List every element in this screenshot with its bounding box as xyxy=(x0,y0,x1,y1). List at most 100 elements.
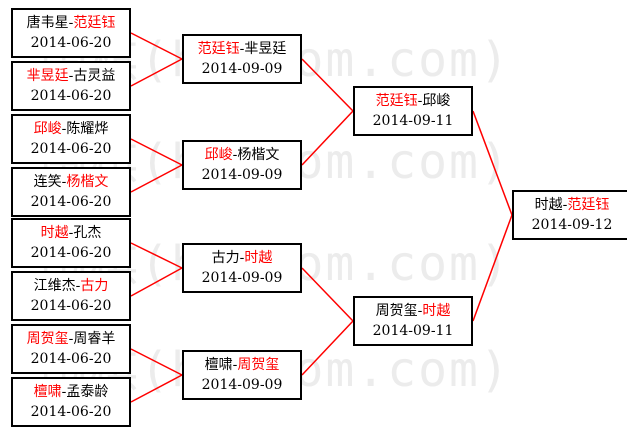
bracket-connector xyxy=(130,32,183,60)
player-name: 周贺玺 xyxy=(237,357,280,373)
vs-separator: - xyxy=(232,147,238,163)
match-box: 邱峻-杨楷文 2014-09-09 xyxy=(182,140,302,190)
player-name: 周贺玺 xyxy=(26,331,69,347)
match-players: 邱峻-杨楷文 xyxy=(205,145,280,165)
player-name: 古力 xyxy=(211,250,240,266)
player-name: 江维杰 xyxy=(33,278,76,294)
match-date: 2014-06-20 xyxy=(30,298,112,314)
match-players: 周贺玺-周睿羊 xyxy=(27,329,116,349)
vs-separator: - xyxy=(68,331,74,347)
vs-separator: - xyxy=(75,278,81,294)
match-players: 周贺玺-时越 xyxy=(376,301,451,321)
player-name: 时越 xyxy=(534,197,563,213)
vs-separator: - xyxy=(61,384,67,400)
vs-separator: - xyxy=(239,250,245,266)
vs-separator: - xyxy=(239,41,245,57)
player-name: 邱峻 xyxy=(204,147,233,163)
player-name: 古灵益 xyxy=(73,68,116,84)
player-name: 孔杰 xyxy=(73,225,102,241)
bracket-connector xyxy=(130,58,183,87)
bracket-connector xyxy=(472,214,513,322)
vs-separator: - xyxy=(61,174,67,190)
vs-separator: - xyxy=(417,93,423,109)
match-date: 2014-06-20 xyxy=(30,404,112,420)
vs-separator: - xyxy=(562,197,568,213)
bracket-connector xyxy=(472,110,513,216)
match-box: 唐韦星-范廷钰 2014-06-20 xyxy=(11,8,131,58)
player-name: 陈耀烨 xyxy=(66,121,109,137)
player-name: 时越 xyxy=(40,225,69,241)
player-name: 时越 xyxy=(422,303,451,319)
match-players: 唐韦星-范廷钰 xyxy=(27,13,116,33)
player-name: 周贺玺 xyxy=(375,303,418,319)
vs-separator: - xyxy=(68,15,74,31)
match-date: 2014-09-11 xyxy=(372,113,454,129)
player-name: 邱峻 xyxy=(33,121,62,137)
match-date: 2014-06-20 xyxy=(30,35,112,51)
player-name: 唐韦星 xyxy=(26,15,69,31)
bracket-connector xyxy=(130,267,183,297)
match-players: 檀啸-孟泰龄 xyxy=(34,382,109,402)
player-name: 连笑 xyxy=(33,174,62,190)
match-date: 2014-09-09 xyxy=(201,377,283,393)
match-date: 2014-06-20 xyxy=(30,88,112,104)
match-box: 檀啸-周贺玺 2014-09-09 xyxy=(182,350,302,400)
match-box: 檀啸-孟泰龄 2014-06-20 xyxy=(11,377,131,427)
player-name: 古力 xyxy=(80,278,109,294)
match-date: 2014-06-20 xyxy=(30,194,112,210)
match-box: 时越-范廷钰 2014-09-12 xyxy=(512,190,627,240)
player-name: 周睿羊 xyxy=(73,331,116,347)
match-box: 时越-孔杰 2014-06-20 xyxy=(11,218,131,268)
vs-separator: - xyxy=(61,121,67,137)
match-box: 周贺玺-时越 2014-09-11 xyxy=(353,296,473,346)
player-name: 芈昱廷 xyxy=(26,68,69,84)
player-name: 芈昱廷 xyxy=(244,41,287,57)
bracket-connector xyxy=(130,374,183,403)
player-name: 范廷钰 xyxy=(197,41,240,57)
match-players: 范廷钰-邱峻 xyxy=(376,91,451,111)
bracket-connector xyxy=(130,348,183,376)
vs-separator: - xyxy=(68,225,74,241)
match-box: 范廷钰-芈昱廷 2014-09-09 xyxy=(182,34,302,84)
player-name: 杨楷文 xyxy=(66,174,109,190)
match-date: 2014-06-20 xyxy=(30,351,112,367)
player-name: 范廷钰 xyxy=(375,93,418,109)
match-players: 芈昱廷-古灵益 xyxy=(27,66,116,86)
match-date: 2014-09-09 xyxy=(201,167,283,183)
match-players: 连笑-杨楷文 xyxy=(34,172,109,192)
match-date: 2014-09-12 xyxy=(531,217,613,233)
match-players: 江维杰-古力 xyxy=(34,276,109,296)
match-date: 2014-09-11 xyxy=(372,323,454,339)
match-date: 2014-06-20 xyxy=(30,141,112,157)
bracket-connector xyxy=(301,110,354,166)
match-box: 邱峻-陈耀烨 2014-06-20 xyxy=(11,114,131,164)
bracket-connector xyxy=(301,320,354,376)
player-name: 檀啸 xyxy=(33,384,62,400)
match-players: 范廷钰-芈昱廷 xyxy=(198,39,287,59)
match-date: 2014-09-09 xyxy=(201,61,283,77)
player-name: 时越 xyxy=(244,250,273,266)
match-players: 古力-时越 xyxy=(212,248,273,268)
match-players: 时越-范廷钰 xyxy=(535,195,610,215)
match-box: 范廷钰-邱峻 2014-09-11 xyxy=(353,86,473,136)
bracket-connector xyxy=(130,138,183,166)
player-name: 范廷钰 xyxy=(567,197,610,213)
bracket-connector xyxy=(301,58,354,112)
player-name: 杨楷文 xyxy=(237,147,280,163)
vs-separator: - xyxy=(68,68,74,84)
match-players: 时越-孔杰 xyxy=(41,223,102,243)
match-box: 江维杰-古力 2014-06-20 xyxy=(11,271,131,321)
match-box: 芈昱廷-古灵益 2014-06-20 xyxy=(11,61,131,111)
match-players: 邱峻-陈耀烨 xyxy=(34,119,109,139)
match-box: 连笑-杨楷文 2014-06-20 xyxy=(11,167,131,217)
match-players: 檀啸-周贺玺 xyxy=(205,355,280,375)
match-date: 2014-06-20 xyxy=(30,245,112,261)
bracket-connector xyxy=(301,267,354,322)
bracket-connector xyxy=(130,242,183,269)
player-name: 檀啸 xyxy=(204,357,233,373)
bracket-connector xyxy=(130,164,183,193)
player-name: 邱峻 xyxy=(422,93,451,109)
